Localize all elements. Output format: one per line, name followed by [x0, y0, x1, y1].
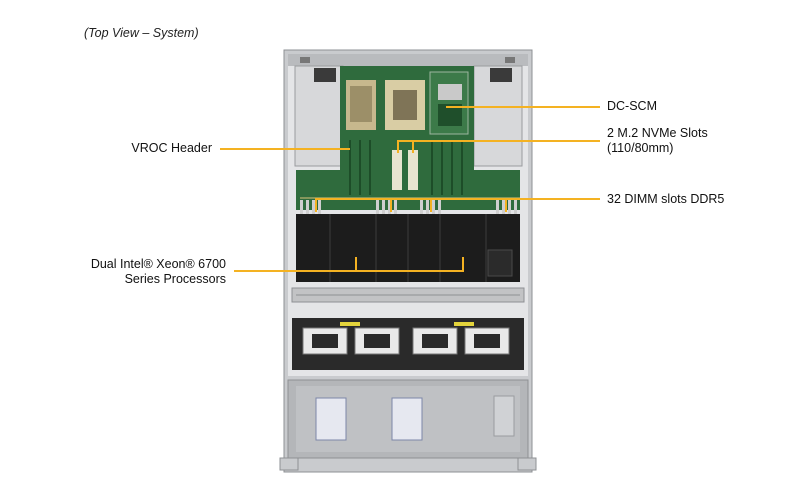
dimm-leader-line-horizontal	[315, 198, 600, 200]
nvme-slots-label: 2 M.2 NVMe Slots (110/80mm)	[607, 126, 708, 156]
vroc-header-label: VROC Header	[131, 141, 212, 155]
dimm-leader-drop-1	[315, 198, 317, 212]
figure-caption: (Top View – System)	[84, 26, 199, 40]
cpu-leader-drop-right	[462, 257, 464, 271]
dc-scm-leader-line	[446, 106, 600, 108]
cpu-leader-drop-left	[355, 257, 357, 271]
nvme-leader-line-left-drop	[397, 140, 399, 153]
nvme-leader-line-horizontal	[398, 140, 600, 142]
dc-scm-label: DC-SCM	[607, 99, 657, 113]
processors-label: Dual Intel® Xeon® 6700 Series Processors	[80, 257, 226, 287]
nvme-slots-label-line2: (110/80mm)	[607, 141, 674, 155]
vroc-leader-line	[220, 148, 350, 150]
dimm-slots-label: 32 DIMM slots DDR5	[607, 192, 725, 206]
nvme-slots-label-line1: 2 M.2 NVMe Slots	[607, 126, 708, 140]
nvme-leader-line-right-drop	[412, 140, 414, 153]
processors-label-line1: Dual Intel® Xeon® 6700	[90, 257, 226, 271]
dimm-leader-drop-3	[430, 198, 432, 212]
processors-label-line2: Series Processors	[124, 272, 226, 286]
cpu-leader-line-horizontal	[234, 270, 464, 272]
dimm-leader-drop-2	[390, 198, 392, 212]
dimm-leader-drop-4	[505, 198, 507, 212]
